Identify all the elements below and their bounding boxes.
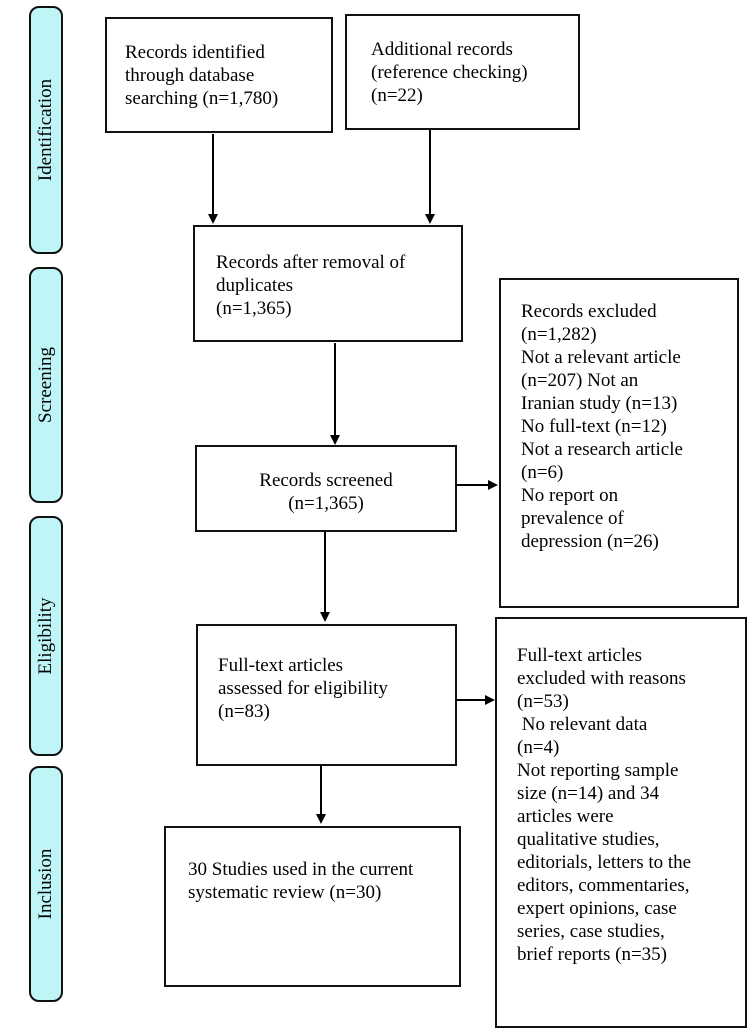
records-excluded-box: Records excluded (n=1,282) Not a relevan… <box>499 278 739 608</box>
records-excluded-line: Not a research article <box>521 439 683 460</box>
records-screened-box: Records screened (n=1,365) <box>195 445 457 532</box>
full-text-excluded-line: (n=4) <box>517 737 560 758</box>
database-records-line: through database <box>125 65 255 86</box>
after-duplicates-line: (n=1,365) <box>216 298 292 319</box>
stage-screening: Screening <box>29 267 63 503</box>
records-excluded-line: prevalence of <box>521 508 624 529</box>
included-studies-line: 30 Studies used in the current <box>188 859 414 880</box>
additional-records-line: (n=22) <box>371 85 423 106</box>
stage-inclusion: Inclusion <box>29 766 63 1002</box>
full-text-excluded-line: articles were <box>517 806 614 827</box>
full-text-excluded-line: excluded with reasons <box>517 668 686 689</box>
full-text-excluded-line: brief reports (n=35) <box>517 944 667 965</box>
full-text-assessed-line: (n=83) <box>218 701 270 722</box>
records-excluded-line: Not a relevant article <box>521 347 681 368</box>
full-text-excluded-line: editors, commentaries, <box>517 875 690 896</box>
full-text-excluded-line: series, case studies, <box>517 921 665 942</box>
database-records-line: searching (n=1,780) <box>125 88 279 109</box>
full-text-excluded-line: expert opinions, case <box>517 898 677 919</box>
full-text-assessed-line: assessed for eligibility <box>218 678 388 699</box>
full-text-excluded-line: editorials, letters to the <box>517 852 692 873</box>
stage-eligibility: Eligibility <box>29 516 63 756</box>
full-text-assessed-box: Full-text articles assessed for eligibil… <box>196 624 457 766</box>
records-excluded-line: (n=207) Not an <box>521 370 639 391</box>
additional-records-line: (reference checking) <box>371 62 528 83</box>
full-text-excluded-line: Full-text articles <box>517 645 643 666</box>
full-text-excluded-line: Not reporting sample <box>517 760 679 781</box>
full-text-excluded-line: size (n=14) and 34 <box>517 783 660 804</box>
after-duplicates-box: Records after removal of duplicates (n=1… <box>193 225 463 342</box>
full-text-excluded-box: Full-text articles excluded with reasons… <box>495 617 747 1028</box>
additional-records-line: Additional records <box>371 39 513 60</box>
stage-identification: Identification <box>29 6 63 254</box>
included-studies-box: 30 Studies used in the current systemati… <box>164 826 461 987</box>
records-excluded-line: No full-text (n=12) <box>521 416 667 437</box>
database-records-box: Records identified through database sear… <box>105 17 333 133</box>
records-excluded-line: Iranian study (n=13) <box>521 393 678 414</box>
full-text-excluded-line: No relevant data <box>517 714 648 735</box>
full-text-excluded-line: qualitative studies, <box>517 829 660 850</box>
records-excluded-line: depression (n=26) <box>521 531 659 552</box>
after-duplicates-line: duplicates <box>216 275 294 296</box>
records-screened-line: Records screened <box>259 470 393 491</box>
records-excluded-line: (n=6) <box>521 462 564 483</box>
database-records-line: Records identified <box>125 42 265 63</box>
records-excluded-line: (n=1,282) <box>521 324 597 345</box>
after-duplicates-line: Records after removal of <box>216 252 406 273</box>
records-excluded-line: No report on <box>521 485 619 506</box>
full-text-assessed-line: Full-text articles <box>218 655 344 676</box>
additional-records-box: Additional records (reference checking) … <box>345 14 580 130</box>
included-studies-line: systematic review (n=30) <box>188 882 382 903</box>
records-screened-line: (n=1,365) <box>288 493 364 514</box>
records-excluded-line: Records excluded <box>521 301 657 322</box>
full-text-excluded-line: (n=53) <box>517 691 569 712</box>
